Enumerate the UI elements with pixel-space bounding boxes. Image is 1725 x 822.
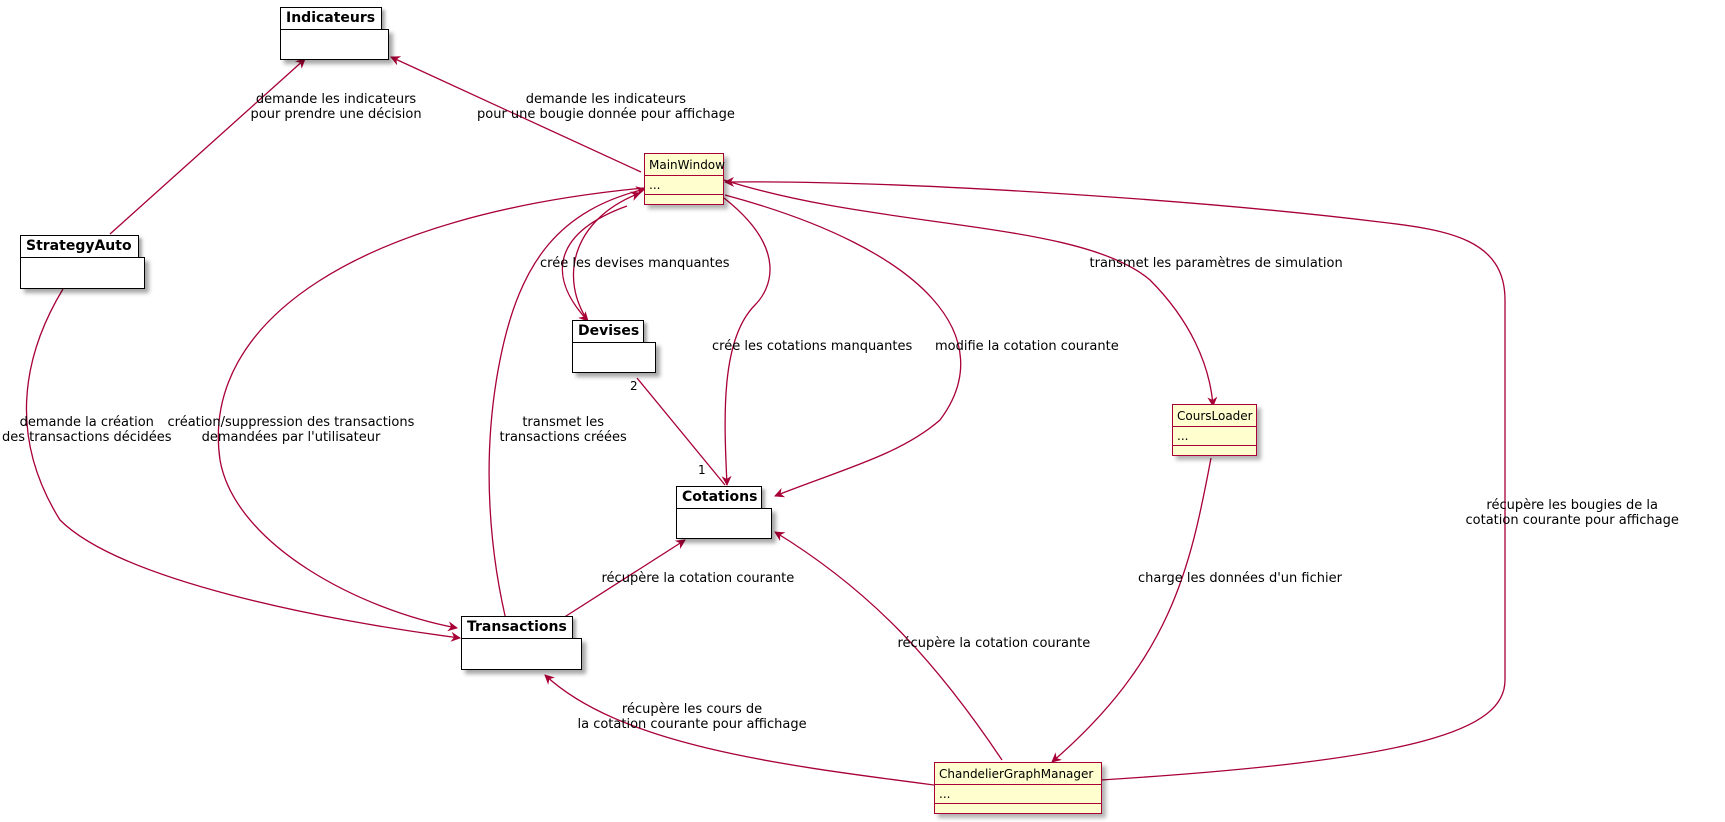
class-chandeliergraphmanager[interactable]: ChandelierGraphManager ... — [934, 762, 1102, 814]
label-mainwindow-cotations-modify: modifie la cotation courante — [935, 339, 1119, 354]
label-line: transactions créées — [499, 430, 627, 445]
class-coursloader-name: CoursLoader — [1173, 405, 1256, 427]
package-devises-tab[interactable]: Devises — [572, 320, 644, 342]
label-line: demande les indicateurs — [525, 92, 687, 107]
label-mainwindow-cotations-create: crée les cotations manquantes — [712, 339, 912, 354]
package-devises[interactable] — [572, 342, 656, 373]
label-line: des transactions décidées — [2, 430, 172, 445]
label-line: récupère la cotation courante — [897, 636, 1091, 651]
label-mainwindow-transactions: création/suppression des transactions de… — [168, 415, 415, 445]
edge-mainwindow-transactions — [217, 187, 645, 632]
label-transactions-mainwindow: transmet les transactions créées — [500, 415, 627, 445]
package-indicateurs[interactable] — [280, 29, 389, 60]
label-line: pour prendre une décision — [250, 107, 422, 122]
edge-chandelier-cotations — [774, 531, 1003, 761]
edge-mainwindow-coursloader — [723, 179, 1218, 407]
label-line: récupère la cotation courante — [601, 571, 795, 586]
label-mainwindow-coursloader: transmet les paramètres de simulation — [1090, 256, 1343, 271]
label-line: pour une bougie donnée pour affichage — [477, 107, 735, 122]
package-cotations[interactable] — [676, 508, 772, 539]
edge-chandelier-transactions — [544, 674, 935, 786]
package-transactions-title: Transactions — [467, 619, 567, 635]
edge-chandelier-mainwindow — [724, 176, 1506, 781]
label-line: récupère les cours de — [621, 702, 763, 717]
label-strategyauto-transactions: demande la création des transactions déc… — [2, 415, 172, 445]
label-mainwindow-devises: crée les devises manquantes — [540, 256, 730, 271]
edge-transactions-cotations — [562, 539, 686, 619]
label-chandelier-transactions: récupère les cours de la cotation couran… — [578, 702, 807, 732]
label-chandelier-cotations: récupère la cotation courante — [898, 636, 1091, 651]
class-mainwindow-name: MainWindow — [645, 154, 725, 176]
class-mainwindow-attributes: ... — [645, 176, 723, 195]
label-line: transmet les paramètres de simulation — [1089, 256, 1343, 271]
label-line: modifie la cotation courante — [935, 339, 1119, 354]
label-chandelier-mainwindow: récupère les bougies de la cotation cour… — [1466, 498, 1679, 528]
label-coursloader-chandelier: charge les données d'un fichier — [1138, 571, 1342, 586]
edge-transactions-mainwindow — [488, 186, 646, 637]
label-line: récupère les bougies de la — [1486, 498, 1658, 513]
label-line: crée les cotations manquantes — [712, 339, 913, 354]
label-line: cotation courante pour affichage — [1465, 513, 1679, 528]
label-transactions-cotations: récupère la cotation courante — [602, 571, 795, 586]
edge-mainwindow-cotations-modify — [724, 194, 962, 498]
label-line: création/suppression des transactions — [167, 415, 415, 430]
label-strategyauto-indicateurs: demande les indicateurs pour prendre une… — [251, 92, 422, 122]
edge-strategyauto-indicateurs — [109, 58, 306, 235]
edge-devises-cotations — [636, 377, 726, 486]
edge-coursloader-chandelier — [1051, 457, 1212, 763]
label-line: crée les devises manquantes — [540, 256, 730, 271]
package-cotations-title: Cotations — [682, 489, 758, 505]
package-transactions-tab[interactable]: Transactions — [461, 616, 573, 638]
edge-mainwindow-cotations-create — [721, 197, 771, 486]
label-line: transmet les — [522, 415, 605, 430]
edge-strategyauto-transactions — [25, 288, 461, 642]
label-line: demande la création — [19, 415, 154, 430]
class-chandelier-methods — [935, 804, 1101, 812]
cardinality-devises: 2 — [630, 379, 638, 393]
package-strategyauto[interactable] — [20, 257, 145, 289]
class-mainwindow[interactable]: MainWindow ... — [644, 153, 725, 205]
class-coursloader-attributes: ... — [1173, 427, 1256, 446]
label-line: charge les données d'un fichier — [1138, 571, 1342, 586]
package-cotations-tab[interactable]: Cotations — [676, 486, 762, 508]
package-strategyauto-tab[interactable]: StrategyAuto — [20, 235, 139, 257]
package-strategyauto-title: StrategyAuto — [26, 238, 132, 254]
edge-mainwindow-indicateurs — [390, 56, 642, 173]
label-line: demandées par l'utilisateur — [201, 430, 381, 445]
package-devises-title: Devises — [578, 323, 640, 339]
class-chandelier-attributes: ... — [935, 785, 1101, 804]
package-indicateurs-title: Indicateurs — [286, 10, 376, 26]
class-coursloader-methods — [1173, 446, 1256, 454]
cardinality-cotations: 1 — [698, 463, 706, 477]
edge-devises-mainwindow — [572, 191, 641, 322]
label-line: demande les indicateurs — [255, 92, 417, 107]
label-mainwindow-indicateurs: demande les indicateurs pour une bougie … — [477, 92, 735, 122]
class-coursloader[interactable]: CoursLoader ... — [1172, 404, 1257, 456]
package-indicateurs-tab[interactable]: Indicateurs — [280, 7, 382, 29]
class-mainwindow-methods — [645, 195, 723, 203]
package-transactions[interactable] — [461, 638, 582, 670]
label-line: la cotation courante pour affichage — [577, 717, 807, 732]
edge-mainwindow-devises — [561, 205, 628, 322]
class-chandelier-name: ChandelierGraphManager — [935, 763, 1101, 785]
